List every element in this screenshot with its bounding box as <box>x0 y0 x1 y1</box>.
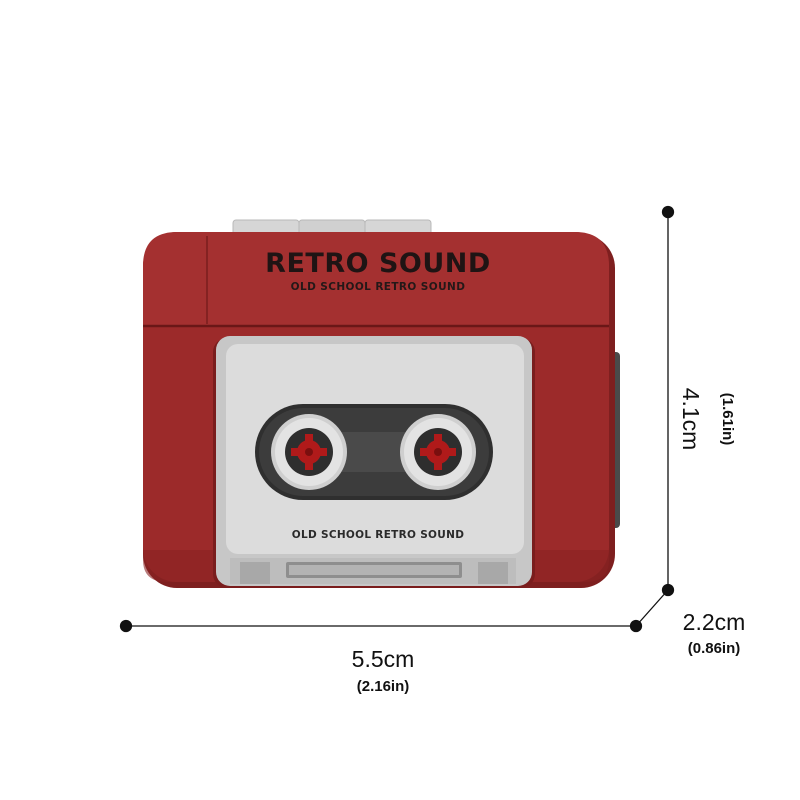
depth-imperial-label: (0.86in) <box>688 640 741 657</box>
left-reel <box>271 414 347 490</box>
width-metric-label: 5.5cm <box>352 646 415 672</box>
dimension-dot-depth <box>661 583 675 597</box>
dimension-dot-corner <box>629 619 643 633</box>
width-imperial-label: (2.16in) <box>357 678 410 695</box>
height-imperial-label: (1.61in) <box>719 393 736 446</box>
height-metric-label: 4.1cm <box>678 388 704 451</box>
dimension-dot-left <box>119 619 133 633</box>
right-reel <box>400 414 476 490</box>
brand-title: RETRO SOUND <box>265 248 491 279</box>
dimension-dot-top <box>661 205 675 219</box>
dimension-lines <box>119 205 675 633</box>
cassette-label: OLD SCHOOL RETRO SOUND <box>292 529 464 541</box>
brand-subtitle: OLD SCHOOL RETRO SOUND <box>291 281 466 293</box>
depth-metric-label: 2.2cm <box>683 609 746 635</box>
